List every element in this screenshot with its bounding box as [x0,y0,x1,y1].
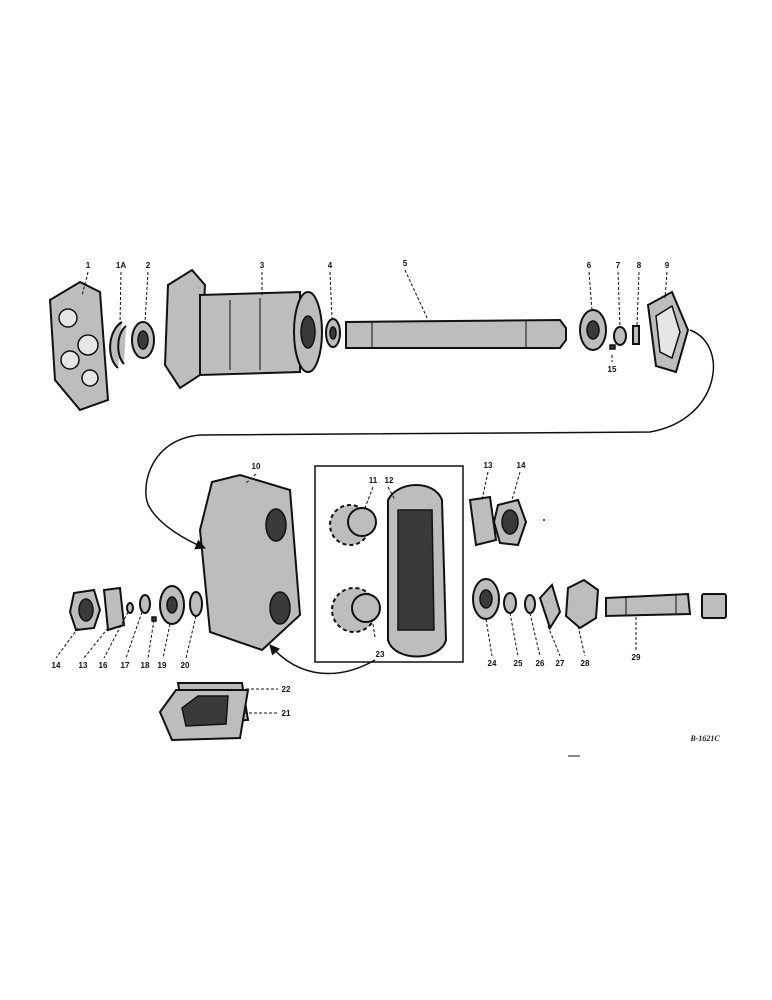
label-10: 10 [252,462,261,471]
label-1: 1 [86,261,91,270]
label-26: 26 [536,659,545,668]
part-14-nut-left [68,588,102,632]
part-25-seal [503,592,517,614]
part-6-bearing [579,309,607,351]
label-14-right: 14 [517,461,526,470]
part-3-housing [163,268,323,390]
part-15-key [609,344,616,350]
part-8-lock-washer [632,325,640,345]
part-24-bearing [472,578,500,620]
label-24: 24 [488,659,497,668]
label-22: 22 [282,685,291,694]
part-1a-snap-ring [109,321,127,369]
coupling-sleeve [701,593,727,619]
part-13-plate [468,495,498,547]
stray-dot [543,519,545,521]
label-4: 4 [328,261,333,270]
flow-arrow-housing-to-case [145,329,715,550]
part-2-bearing [131,321,155,359]
label-11: 11 [369,476,378,485]
part-10-chain-case [198,473,302,652]
label-5: 5 [403,259,408,268]
label-7: 7 [616,261,621,270]
label-8: 8 [637,261,642,270]
part-28-retainer [564,578,600,630]
label-2: 2 [146,261,151,270]
label-13-right: 13 [484,461,493,470]
part-26-ring [524,594,536,614]
label-15: 15 [608,365,617,374]
label-16: 16 [99,661,108,670]
part-17-ring [139,594,151,614]
label-28: 28 [581,659,590,668]
part-1-gasket [48,280,110,412]
label-27: 27 [556,659,565,668]
part-21-gasket [158,689,250,742]
part-20-seal [189,591,203,617]
label-20: 20 [181,661,190,670]
label-9: 9 [665,261,670,270]
label-17: 17 [121,661,130,670]
sprocket-chain-box [314,465,464,663]
part-13-plate-left [102,586,126,632]
label-21: 21 [282,709,291,718]
label-25: 25 [514,659,523,668]
part-9-gasket [646,290,690,374]
label-23: 23 [376,650,385,659]
label-14-left: 14 [52,661,61,670]
part-7-nut [613,326,627,346]
label-18: 18 [141,661,150,670]
label-13-left: 13 [79,661,88,670]
part-16-washer [126,602,134,614]
part-27-gasket [538,583,562,631]
label-12: 12 [385,476,394,485]
label-3: 3 [260,261,265,270]
part-29-shaft [605,592,692,618]
label-6: 6 [587,261,592,270]
label-29: 29 [632,653,641,662]
part-14-nut [492,498,528,547]
part-19-bearing [159,585,185,625]
flow-arrow-case-to-sprocket [269,644,376,675]
part-4-seal [325,318,341,348]
part-5-shaft [345,318,567,349]
leader-lines [55,269,668,714]
drawing-code: B-1621C [689,734,720,743]
label-19: 19 [158,661,167,670]
label-1a: 1A [116,261,126,270]
